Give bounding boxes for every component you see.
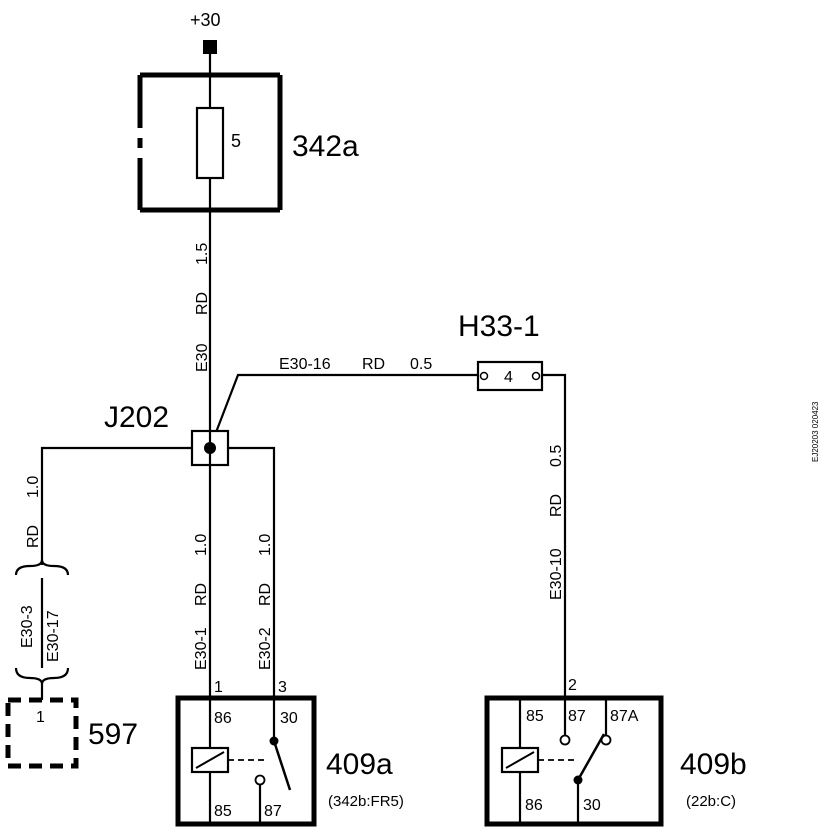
fuse-box-342a	[137, 72, 283, 213]
branch-wire-color: RD	[362, 356, 385, 373]
wire-color: RD	[193, 583, 210, 606]
svg-text:E30-17: E30-17	[45, 610, 62, 662]
alt-code-bottom: E30-17	[45, 610, 62, 662]
wire-to-409a-30	[228, 446, 276, 697]
wire-gauge: 1.0	[193, 534, 210, 556]
connector-pin-right-icon	[531, 371, 541, 381]
component-597-label: 597	[88, 718, 138, 751]
component-597-pin: 1	[36, 709, 45, 726]
wire-color: RD	[548, 494, 565, 517]
wire-to-409b-label: E30-10 RD 0.5	[548, 445, 565, 600]
wire-409a-86-label: E30-1 RD 1.0	[193, 534, 210, 670]
wire-gauge: 0.5	[548, 445, 565, 467]
connector-label: H33-1	[458, 310, 540, 343]
relay-409a-t30: 30	[280, 710, 298, 727]
svg-text:E30-3: E30-3	[19, 605, 36, 648]
wire-code: E30-2	[257, 627, 274, 670]
alt-code-top: E30-3	[19, 605, 36, 648]
splice-node-icon	[204, 442, 216, 454]
document-code: EJ20203 020423	[811, 401, 820, 462]
relay-409a-t85: 85	[214, 803, 232, 820]
connector-pin-left-icon	[479, 371, 489, 381]
relay-409b-t87: 87	[568, 708, 586, 725]
connector-pin-number: 4	[504, 369, 513, 386]
relay-409b	[484, 695, 664, 827]
wire-gauge: 1.5	[194, 243, 211, 265]
relay-409b-t87a: 87A	[610, 708, 639, 725]
wire-to-409b	[542, 373, 567, 697]
wire-code: E30	[194, 343, 211, 372]
relay-409a	[175, 695, 317, 827]
relay-409b-label: 409b	[680, 748, 747, 781]
relay-409a-t87: 87	[264, 803, 282, 820]
relay-409a-label: 409a	[326, 748, 393, 781]
fuse-icon	[195, 106, 225, 180]
branch-wire-gauge: 0.5	[410, 356, 432, 373]
wire-gauge: 1.0	[25, 476, 42, 498]
wire-to-597-label: RD 1.0	[25, 476, 42, 548]
relay-switch-icon	[272, 740, 292, 791]
svg-text:EJ20203 020423: EJ20203 020423	[811, 401, 820, 462]
wire-color: RD	[194, 292, 211, 315]
wire-color: RD	[25, 525, 42, 548]
wire-to-597	[40, 446, 192, 565]
relay-409b-pin-2: 2	[568, 677, 577, 694]
relay-409b-t85: 85	[526, 708, 544, 725]
wire-code: E30-1	[193, 627, 210, 670]
branch-wire-h33	[208, 373, 478, 449]
relay-409a-pin-1: 1	[214, 679, 223, 696]
wire-color: RD	[257, 583, 274, 606]
relay-409b-ref: (22b:C)	[686, 793, 736, 810]
relay-409a-pin-3: 3	[278, 679, 287, 696]
relay-409b-t30: 30	[583, 797, 601, 814]
component-597	[5, 697, 79, 769]
wire-gauge: 1.0	[257, 534, 274, 556]
relay-409a-t86: 86	[214, 710, 232, 727]
branch-wire-code: E30-16	[279, 356, 331, 373]
fuse-number: 5	[231, 131, 241, 151]
main-feed-wire-label: E30 RD 1.5	[194, 243, 211, 372]
supply-terminal-icon	[203, 40, 217, 54]
fuse-box-label: 342a	[292, 130, 359, 163]
splice-label: J202	[104, 401, 169, 434]
relay-409b-t86: 86	[525, 797, 543, 814]
wire-code: E30-10	[548, 548, 565, 600]
relay-409a-ref: (342b:FR5)	[328, 793, 404, 810]
relay-switch-icon	[576, 733, 606, 781]
supply-label: +30	[190, 10, 221, 30]
wire-409a-30-label: E30-2 RD 1.0	[257, 534, 274, 670]
